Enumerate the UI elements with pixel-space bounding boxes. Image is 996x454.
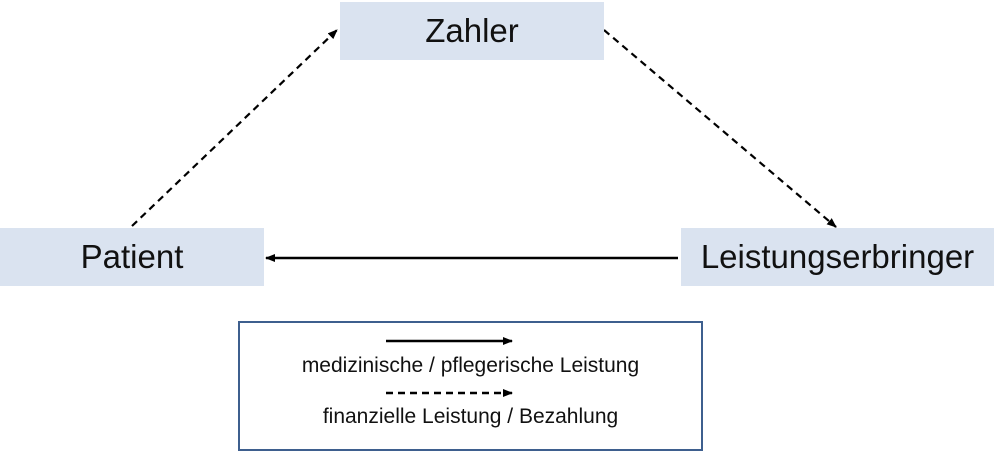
node-provider-label: Leistungserbringer bbox=[700, 238, 975, 275]
legend-label-solid: medizinische / pflegerische Leistung bbox=[301, 354, 640, 377]
edge-patient-to-payer bbox=[131, 29, 338, 227]
legend-arrows bbox=[386, 337, 513, 397]
node-patient-label: Patient bbox=[80, 238, 184, 275]
legend-label-dashed: finanzielle Leistung / Bezahlung bbox=[322, 405, 619, 428]
legend-box: medizinische / pflegerische Leistung fin… bbox=[238, 321, 703, 451]
node-provider: Leistungserbringer bbox=[681, 228, 994, 286]
node-patient: Patient bbox=[0, 228, 264, 286]
node-payer: Zahler bbox=[340, 2, 604, 60]
edge-payer-to-provider bbox=[603, 29, 837, 228]
node-payer-label: Zahler bbox=[425, 12, 519, 49]
